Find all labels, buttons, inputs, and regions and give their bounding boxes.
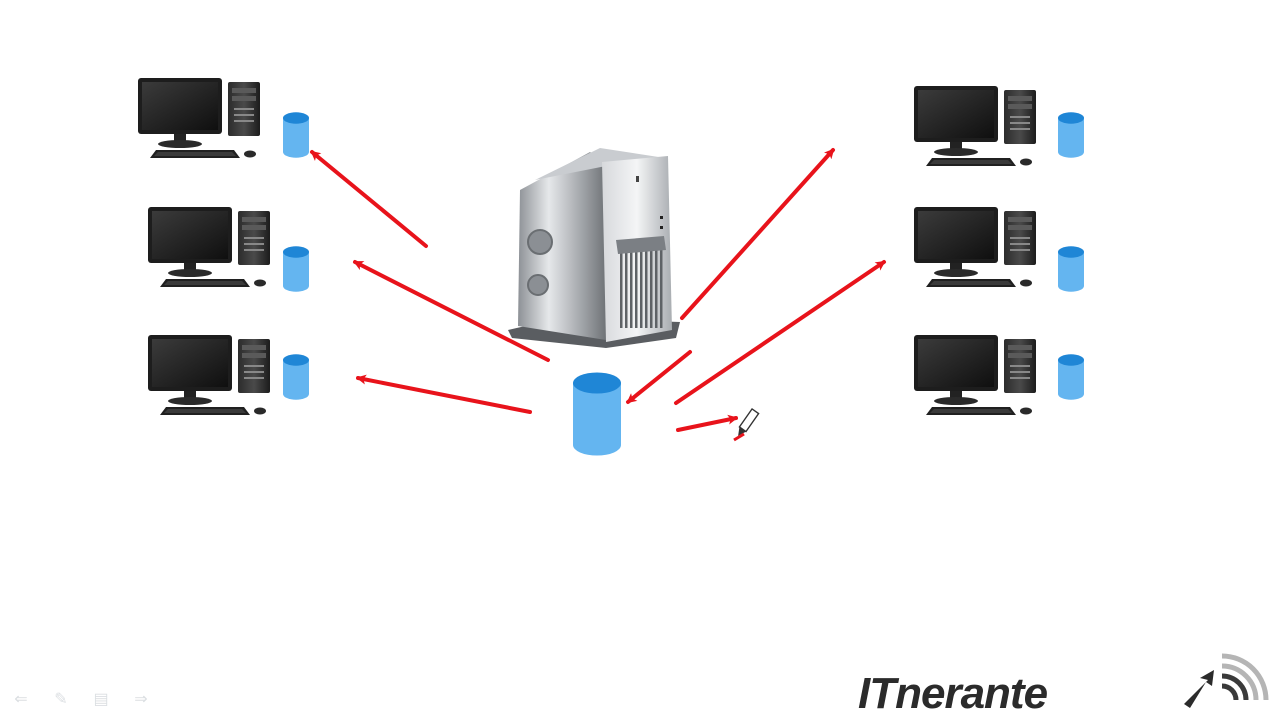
arrow-4 <box>680 148 835 320</box>
arrow-6 <box>626 350 692 404</box>
arrow-5 <box>674 260 886 405</box>
client-right-3 <box>914 335 1084 415</box>
pen-icon[interactable]: ✎ <box>54 691 68 708</box>
client-left-1-database-icon <box>283 112 309 158</box>
server <box>508 148 680 348</box>
client-left-3 <box>148 335 309 415</box>
slide-nav-toolbar: ⇐ ✎ ▤ ⇒ <box>10 690 152 708</box>
menu-icon[interactable]: ▤ <box>93 691 109 708</box>
arrow-2 <box>356 374 532 414</box>
arrow-left-icon[interactable]: ⇐ <box>14 691 28 708</box>
client-left-2 <box>148 207 309 292</box>
client-right-2 <box>914 207 1084 292</box>
client-left-3-computer-icon <box>148 335 270 415</box>
client-left-1-computer-icon <box>138 78 260 158</box>
client-right-3-database-icon <box>1058 354 1084 400</box>
client-left-2-database-icon <box>283 246 309 292</box>
arrow-1 <box>353 260 550 362</box>
client-right-1-computer-icon <box>914 86 1036 166</box>
arrow-3 <box>310 150 428 248</box>
itnerante-logo-text: ITnerante <box>858 669 1048 718</box>
client-left-1 <box>138 78 309 158</box>
itnerante-logo-icon <box>1184 653 1269 708</box>
pen-cursor-icon <box>738 407 760 436</box>
central-db <box>573 372 621 456</box>
client-right-2-database-icon <box>1058 246 1084 292</box>
client-right-1 <box>914 86 1084 166</box>
client-right-2-computer-icon <box>914 207 1036 287</box>
arrow-7 <box>676 414 738 432</box>
client-left-2-computer-icon <box>148 207 270 287</box>
client-right-1-database-icon <box>1058 112 1084 158</box>
arrow-right-icon[interactable]: ⇒ <box>134 691 148 708</box>
client-right-3-computer-icon <box>914 335 1036 415</box>
client-left-3-database-icon <box>283 354 309 400</box>
